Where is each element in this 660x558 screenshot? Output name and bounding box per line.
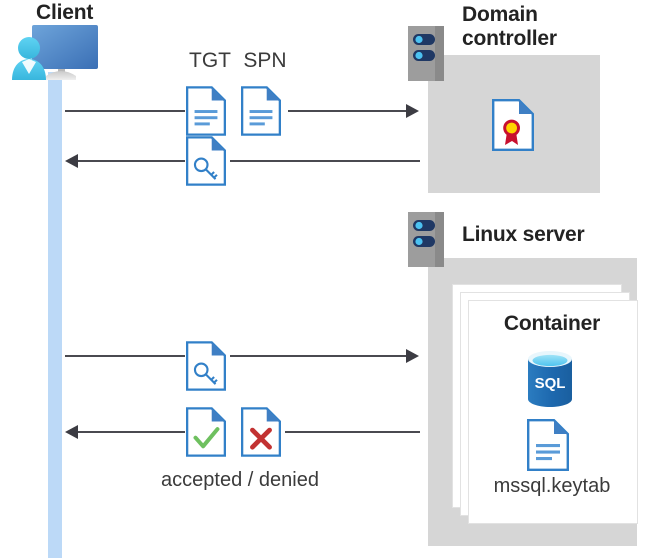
message-auth-result-arrowhead	[65, 425, 78, 439]
message-request-tgt-spn-line-right	[288, 110, 406, 112]
auth-result-caption: accepted / denied	[161, 469, 319, 491]
domain-controller-server-rack-icon	[408, 26, 444, 81]
client-label: Client	[36, 1, 94, 24]
keytab-filename-label: mssql.keytab	[493, 475, 611, 497]
message-auth-result-line-right	[285, 431, 420, 433]
domain-controller-label-line1: Domain	[462, 3, 538, 26]
message-issue-ticket-arrowhead	[65, 154, 78, 168]
linux-server-label: Linux server	[462, 223, 585, 246]
tgt-document-lines-icon	[186, 86, 226, 136]
certificate-document-icon	[492, 99, 534, 151]
denied-document-cross-icon	[241, 407, 281, 457]
message-present-ticket-arrowhead	[406, 349, 419, 363]
linux-server-server-rack-icon	[408, 212, 444, 267]
keytab-document-lines-icon	[527, 419, 569, 471]
message-request-tgt-spn-arrowhead	[406, 104, 419, 118]
container-label: Container	[503, 312, 601, 335]
present-ticket-document-key-icon	[186, 341, 226, 391]
tgt-label: TGT	[189, 49, 231, 72]
message-present-ticket-line-left	[65, 355, 185, 357]
message-issue-ticket-line-left	[78, 160, 185, 162]
message-issue-ticket-line-right	[230, 160, 420, 162]
spn-document-lines-icon	[241, 86, 281, 136]
ticket-document-key-icon	[186, 136, 226, 186]
sql-database-icon: SQL	[524, 350, 576, 408]
spn-label: SPN	[243, 49, 287, 72]
container-card-front[interactable]	[468, 300, 638, 524]
message-request-tgt-spn-line-left	[65, 110, 185, 112]
client-desktop-user-icon	[8, 22, 108, 84]
message-auth-result-line-left	[78, 431, 185, 433]
domain-controller-label-line2: controller	[462, 27, 557, 50]
accepted-document-check-icon	[186, 407, 226, 457]
svg-text:SQL: SQL	[535, 375, 566, 392]
client-lifeline	[48, 72, 62, 558]
message-present-ticket-line-right	[230, 355, 406, 357]
